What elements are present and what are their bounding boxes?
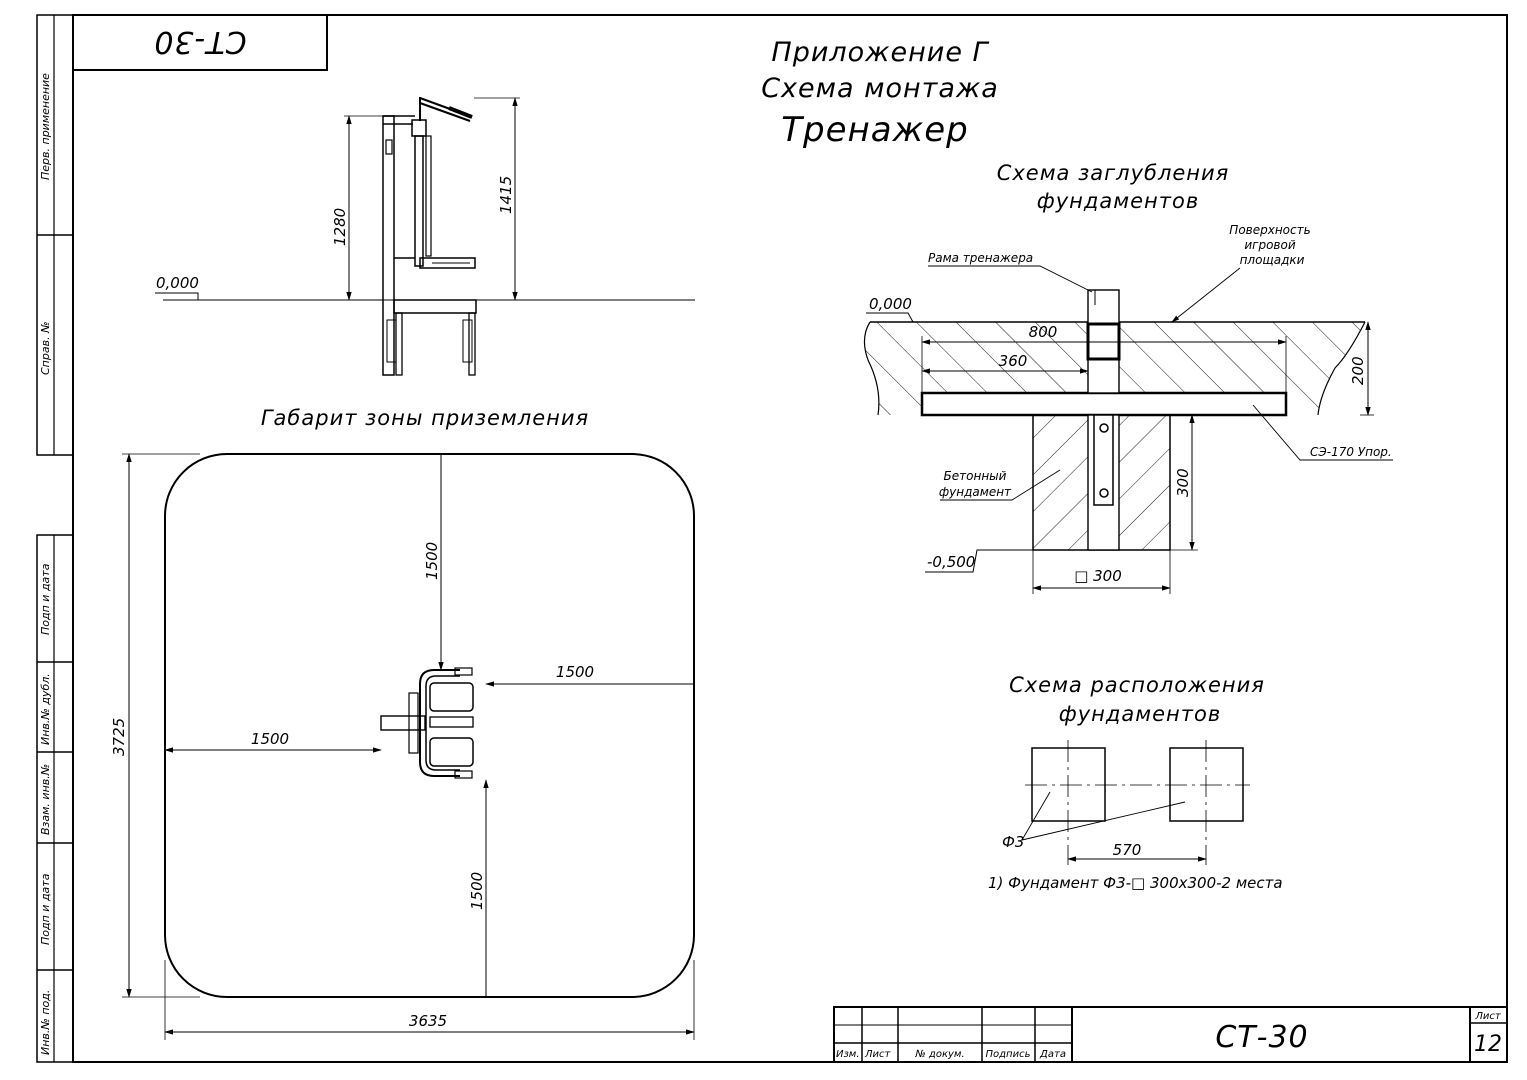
depth-zero-mark: 0,000	[869, 295, 912, 313]
foundation-1	[1031, 747, 1106, 822]
stamp-list-label: Лист	[1474, 1011, 1502, 1022]
side-label-podp-data-2: Подп и дата	[39, 873, 52, 945]
depth-dim-300: 300	[1174, 468, 1192, 497]
stamp-list-number: 12	[1474, 1032, 1502, 1057]
label-surface-2: игровой	[1244, 238, 1295, 252]
side-label-podp-data-1: Подп и дата	[39, 563, 52, 635]
side-strip-labels: Перв. применение Справ. № Подп и дата Ин…	[39, 73, 52, 1055]
layout-scheme-title-2: фундаментов	[1059, 702, 1221, 726]
depth-dim-360: 360	[999, 352, 1028, 370]
stamp-podpis: Подпись	[986, 1049, 1031, 1060]
label-surface-1: Поверхность	[1229, 223, 1310, 237]
code-box-text: СТ-30	[153, 24, 246, 59]
stamp-list: Лист	[864, 1049, 892, 1060]
depth-scheme-title-1: Схема заглубления	[997, 161, 1230, 185]
elevation-zero-mark: 0,000	[156, 274, 199, 292]
landing-dim-height: 3725	[110, 718, 128, 756]
landing-zone-title: Габарит зоны приземления	[261, 406, 589, 430]
label-se: СЭ-170 Упор.	[1310, 445, 1392, 459]
landing-dim-top: 1500	[423, 542, 441, 580]
title-appendix: Приложение Г	[771, 37, 989, 68]
depth-scheme: Схема заглубления фундаментов Рама трена…	[863, 161, 1393, 594]
landing-zone: Габарит зоны приземления 1500 1500 1500 …	[110, 406, 695, 1040]
side-label-inv-pod: Инв.№ под.	[39, 990, 52, 1055]
label-surface-3: площадки	[1240, 253, 1305, 267]
elevation-view: 0,000 1280 1415	[155, 97, 695, 376]
stamp-code: СТ-30	[1215, 1020, 1308, 1055]
label-concrete-1: Бетонный	[944, 469, 1007, 483]
label-f3: Ф3	[1002, 833, 1024, 851]
depth-scheme-title-2: фундаментов	[1037, 189, 1199, 213]
layout-scheme: Схема расположения фундаментов Ф3 570 1)…	[988, 673, 1283, 892]
side-label-perv-primenenie: Перв. применение	[39, 73, 52, 180]
depth-dim-square: □ 300	[1074, 567, 1122, 585]
equipment-plan	[380, 667, 474, 779]
label-concrete-2: фундамент	[939, 485, 1012, 499]
landing-dim-width: 3635	[409, 1012, 447, 1030]
side-label-sprav-no: Справ. №	[39, 321, 52, 375]
landing-dim-bottom: 1500	[468, 872, 486, 910]
label-frame: Рама тренажера	[928, 251, 1033, 265]
elevation-dim-1280: 1280	[331, 208, 349, 246]
side-label-inv-dubl: Инв.№ дубл.	[39, 673, 52, 745]
depth-dim-200: 200	[1349, 356, 1367, 385]
stamp-no-dokum: № докум.	[914, 1049, 964, 1060]
depth-mark-minus: -0,500	[927, 553, 975, 571]
title-equipment: Тренажер	[781, 110, 968, 150]
foundation-2	[1169, 747, 1244, 822]
side-label-vzam-inv: Взам. инв.№	[39, 764, 52, 835]
title-scheme: Схема монтажа	[761, 73, 999, 104]
stamp-data: Дата	[1039, 1049, 1066, 1060]
layout-note: 1) Фундамент Ф3-□ 300х300-2 места	[988, 874, 1283, 892]
title-block: Изм. Лист № докум. Подпись Дата СТ-30 Ли…	[833, 1006, 1508, 1063]
stamp-izm: Изм.	[836, 1049, 860, 1060]
sheet-frame	[36, 14, 1508, 1063]
landing-dim-left: 1500	[251, 730, 289, 748]
landing-dim-right: 1500	[556, 663, 594, 681]
layout-scheme-title-1: Схема расположения	[1009, 673, 1265, 697]
layout-dim-570: 570	[1113, 841, 1142, 859]
sheet-titles: Приложение Г Схема монтажа Тренажер	[761, 37, 999, 150]
depth-dim-800: 800	[1029, 323, 1058, 341]
code-box: СТ-30	[72, 14, 328, 71]
elevation-dim-1415: 1415	[497, 176, 515, 214]
